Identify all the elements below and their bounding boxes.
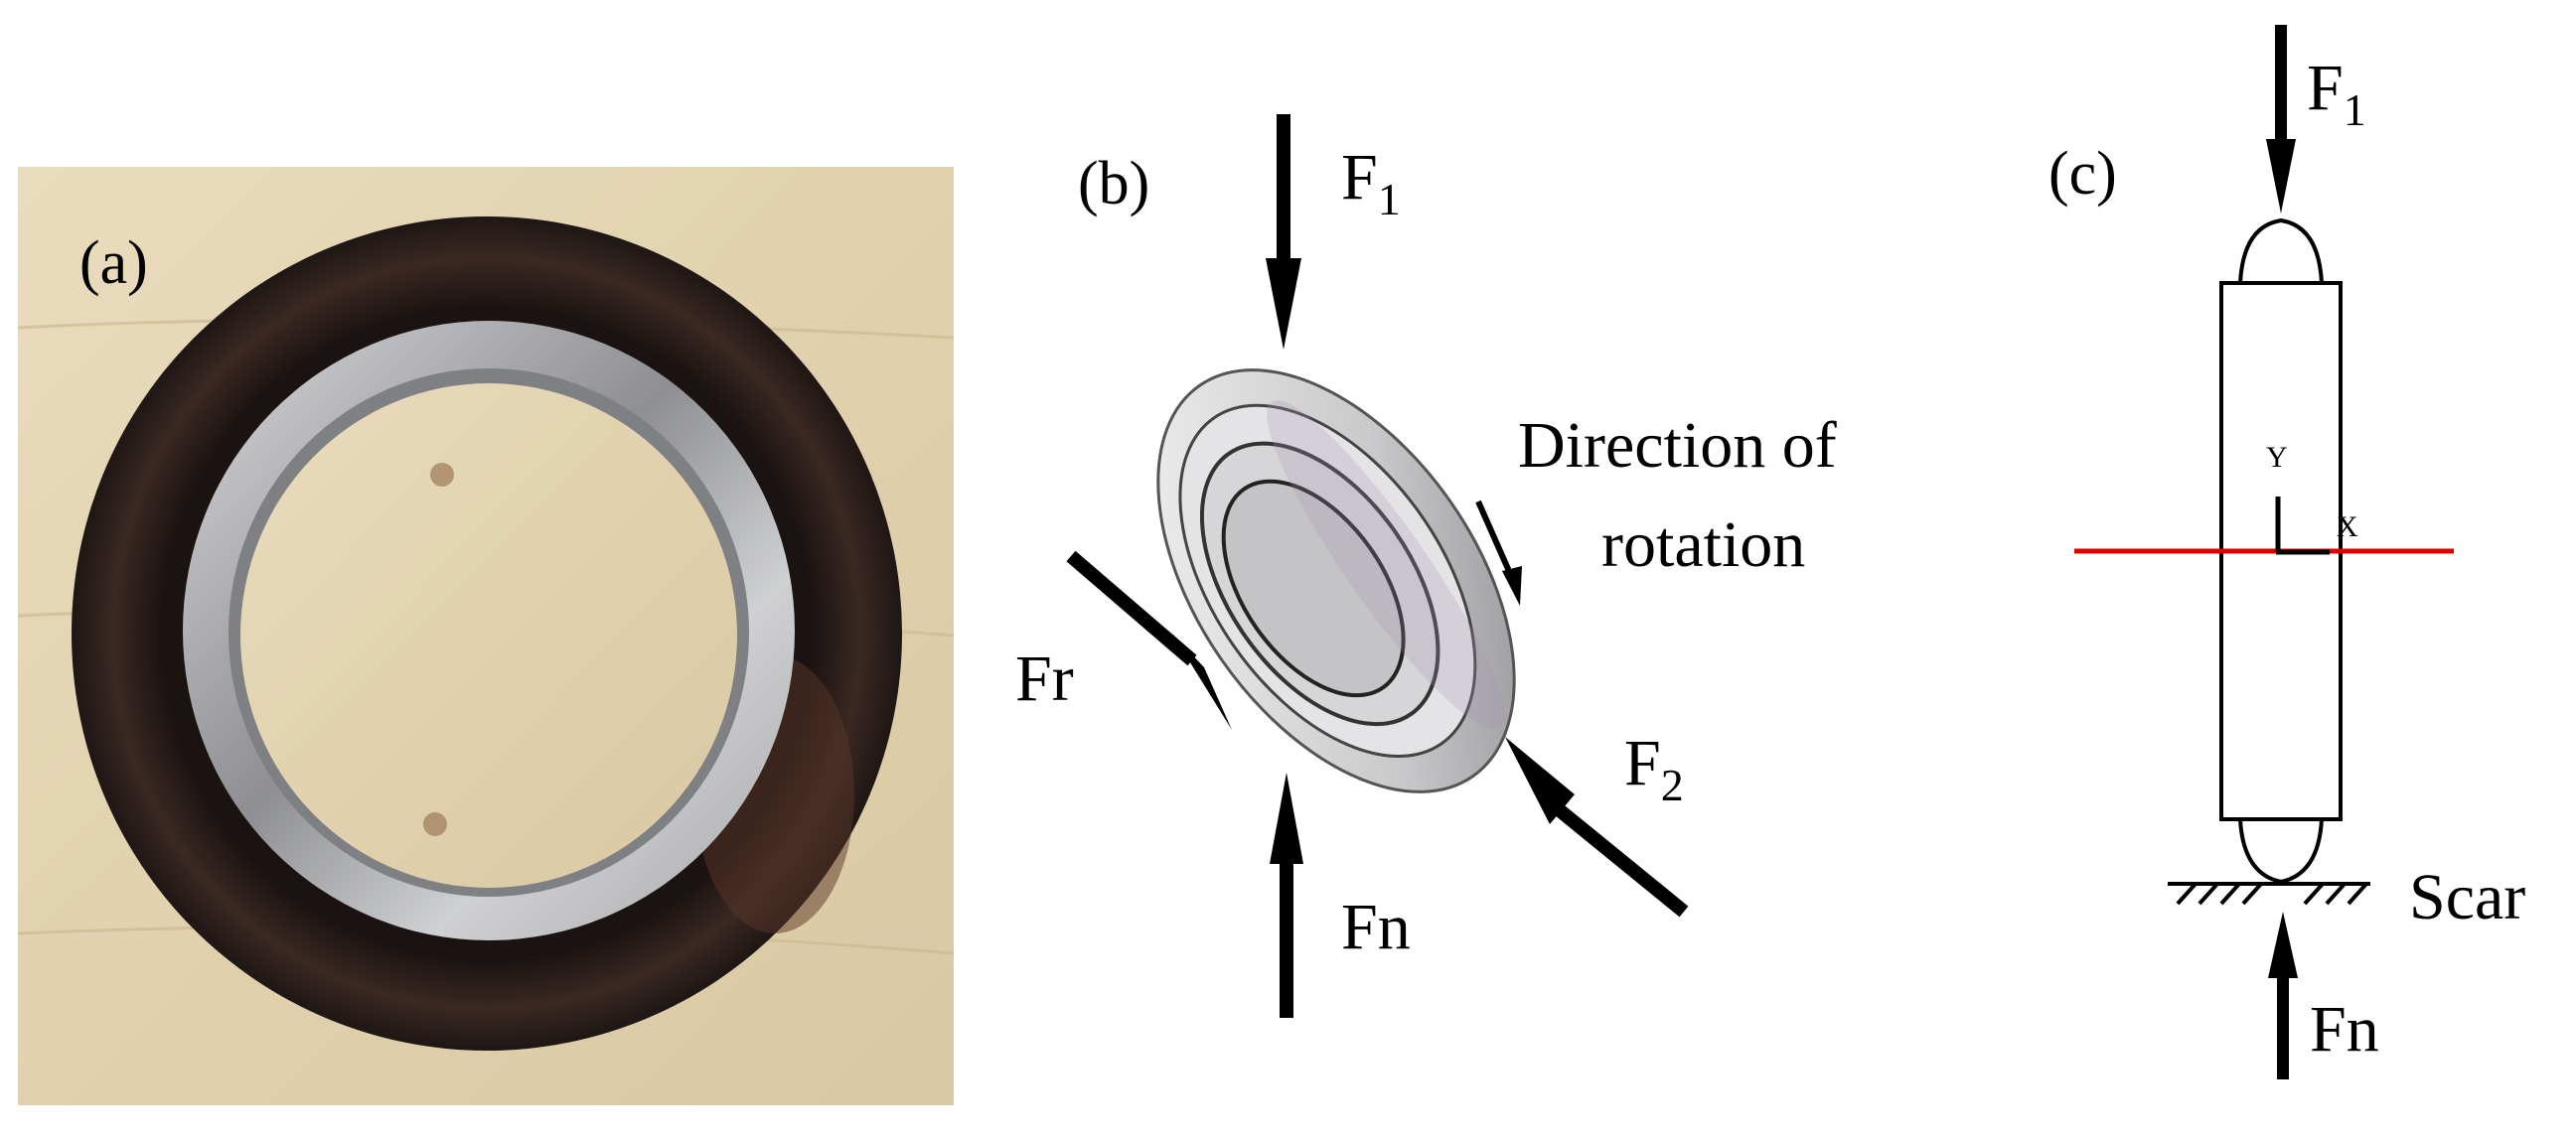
disc [1156,368,1516,793]
force-f1-arrow-c [2266,25,2296,214]
specimen-bottom-cap [2237,817,2325,885]
disc-hub [1221,479,1406,698]
rotation-label-line2: rotation [1601,508,1805,581]
wood-knot [430,463,454,487]
panel-a-label: (a) [79,229,148,297]
axis-x-label: X [2337,510,2358,543]
panel-c: (c) F1 Y X [2048,25,2525,1079]
specimen-top-cap [2237,217,2325,285]
force-fn-label-c: Fn [2310,993,2379,1066]
force-f1-label: F1 [1341,141,1401,224]
panel-a: (a) [17,167,955,1105]
force-fn-arrow-c [2268,912,2298,1079]
panel-b-label: (b) [1078,150,1149,217]
force-f1-arrow [1266,114,1301,350]
force-f2-arrow [1505,737,1689,918]
force-fn-arrow [1270,773,1303,1018]
force-fr-arrow [1066,550,1232,730]
force-f2-label: F2 [1624,727,1684,810]
ring-bore [240,383,737,888]
scar-label: Scar [2409,861,2525,933]
disc-rim-shade [1267,400,1504,730]
panel-c-label: (c) [2048,140,2117,208]
rotation-arrow [1475,499,1522,606]
force-f1-label-c: F1 [2307,52,2366,135]
force-fn-label: Fn [1341,891,1411,963]
panel-b: (b) F1 Fn Fr [1015,114,1837,1018]
axis-y-label: Y [2266,441,2288,474]
local-axes [2275,497,2330,555]
force-fr-label: Fr [1015,642,1074,715]
wood-knot [423,812,447,836]
ground-support [2168,882,2370,906]
rotation-label-line1: Direction of [1518,409,1837,482]
